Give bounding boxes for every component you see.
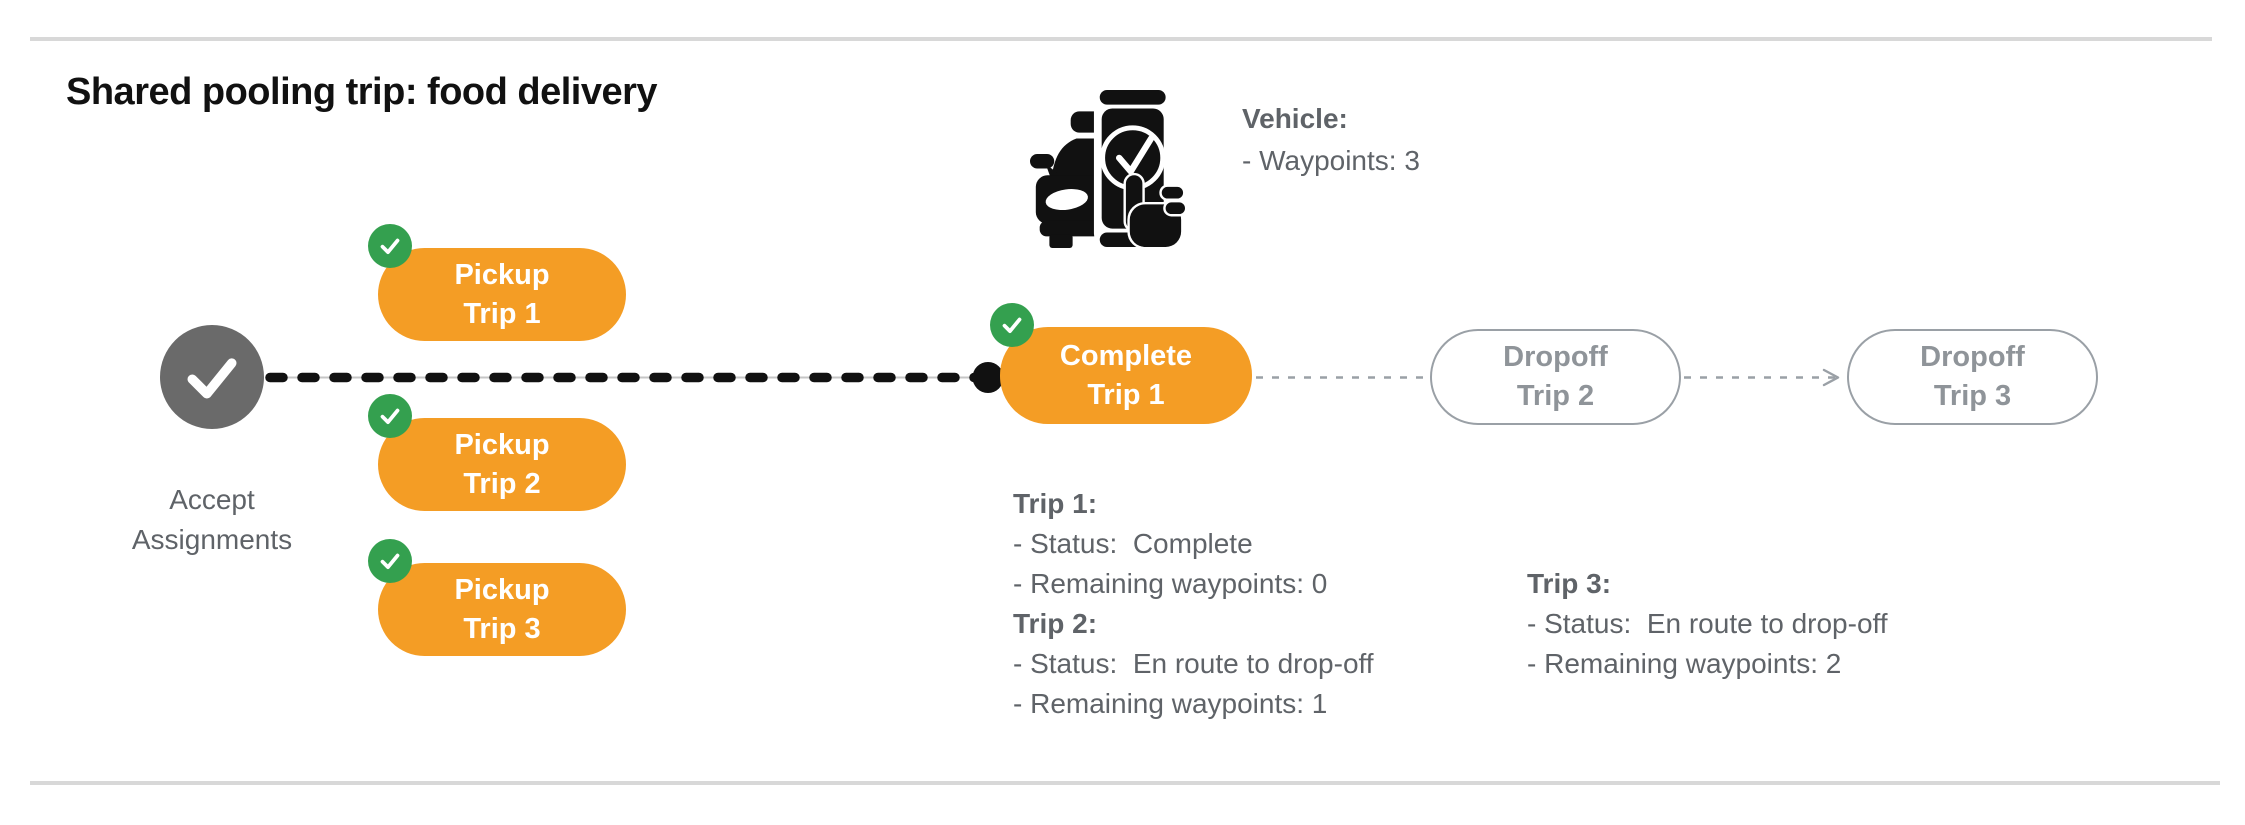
vehicle-legend: Vehicle: - Waypoints: 3 bbox=[1242, 98, 1420, 182]
dropoff-trip-2-node: Dropoff Trip 2 bbox=[1430, 329, 1681, 425]
trip-status-block-1: Trip 1: - Status: Complete - Remaining w… bbox=[1013, 484, 1374, 724]
page-title: Shared pooling trip: food delivery bbox=[66, 71, 658, 113]
check-icon bbox=[187, 358, 237, 399]
trip-status-block-2: Trip 3: - Status: En route to drop-off -… bbox=[1527, 564, 1888, 684]
trip3-status-line: - Status: En route to drop-off bbox=[1527, 608, 1888, 639]
pill-label-line2: Trip 3 bbox=[1933, 380, 2012, 412]
arrowhead-icon bbox=[1822, 368, 1840, 387]
trip3-heading: Trip 3: bbox=[1527, 568, 1612, 599]
vehicle-label: Vehicle: bbox=[1242, 103, 1348, 134]
check-badge-icon bbox=[368, 394, 412, 438]
pill-label-line2: Trip 1 bbox=[463, 297, 541, 330]
trip1-waypoints-line: - Remaining waypoints: 0 bbox=[1013, 568, 1328, 599]
bottom-divider bbox=[30, 781, 2220, 785]
dropoff-trip-3-node: Dropoff Trip 3 bbox=[1847, 329, 2098, 425]
pill-label-line1: Pickup bbox=[454, 573, 550, 606]
trip1-heading: Trip 1: bbox=[1013, 488, 1098, 519]
pill-label-line1: Pickup bbox=[454, 428, 550, 461]
trip3-waypoints-line: - Remaining waypoints: 2 bbox=[1527, 648, 1842, 679]
route-junction-dot bbox=[972, 362, 1004, 393]
accept-assignments-node bbox=[160, 325, 264, 429]
check-badge-icon bbox=[990, 303, 1034, 347]
pill-label-line2: Trip 2 bbox=[1516, 380, 1595, 412]
car-with-phone-check-icon bbox=[1030, 84, 1185, 250]
trip1-status-line: - Status: Complete bbox=[1013, 528, 1253, 559]
pointing-hand-icon bbox=[1123, 172, 1185, 250]
pickup-trip-1-node: Pickup Trip 1 bbox=[368, 224, 626, 341]
phone-check-icon bbox=[1115, 135, 1155, 175]
pickup-trip-2-node: Pickup Trip 2 bbox=[368, 394, 626, 511]
pickup-trip-3-node: Pickup Trip 3 bbox=[368, 539, 626, 656]
check-badge-icon bbox=[368, 224, 412, 268]
accept-assignments-label: Accept Assignments bbox=[42, 480, 382, 560]
trip2-status-line: - Status: En route to drop-off bbox=[1013, 648, 1374, 679]
pill-label-line1: Pickup bbox=[454, 258, 550, 291]
trip2-waypoints-line: - Remaining waypoints: 1 bbox=[1013, 688, 1328, 719]
pill-label-line1: Complete bbox=[1059, 339, 1193, 372]
pill-label-line1: Dropoff bbox=[1920, 341, 2025, 373]
pill-label-line2: Trip 1 bbox=[1087, 378, 1165, 411]
accept-label-line2: Assignments bbox=[131, 524, 293, 555]
top-divider bbox=[30, 37, 2212, 41]
pill-label-line1: Dropoff bbox=[1503, 341, 1608, 373]
complete-trip-1-node: Complete Trip 1 bbox=[990, 303, 1252, 424]
pill-label-line2: Trip 2 bbox=[463, 467, 541, 500]
vehicle-waypoints: - Waypoints: 3 bbox=[1242, 145, 1420, 176]
pill-label-line2: Trip 3 bbox=[463, 612, 541, 645]
trip2-heading: Trip 2: bbox=[1013, 608, 1098, 639]
check-badge-icon bbox=[368, 539, 412, 583]
accept-label-line1: Accept bbox=[169, 484, 255, 515]
